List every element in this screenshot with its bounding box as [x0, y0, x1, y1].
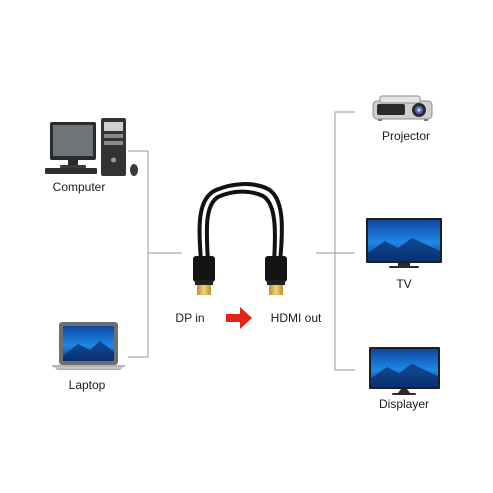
right-connector-lines: [316, 111, 355, 371]
monitor-icon: [369, 347, 440, 395]
tv-label: TV: [396, 277, 412, 291]
projector-icon: [372, 95, 433, 121]
projector-label: Projector: [381, 129, 431, 143]
dp-in-label: DP in: [175, 311, 205, 325]
laptop-label: Laptop: [68, 378, 106, 392]
left-connector-lines: [128, 150, 182, 358]
direction-arrow-icon: [226, 307, 252, 329]
desktop-computer-icon: [45, 118, 138, 176]
displayer-label: Displayer: [378, 397, 430, 411]
hdmi-out-label: HDMI out: [270, 311, 322, 325]
dp-to-hdmi-cable-icon: [193, 182, 287, 295]
computer-label: Computer: [52, 180, 106, 194]
tv-icon: [366, 218, 442, 268]
laptop-icon: [52, 322, 125, 370]
